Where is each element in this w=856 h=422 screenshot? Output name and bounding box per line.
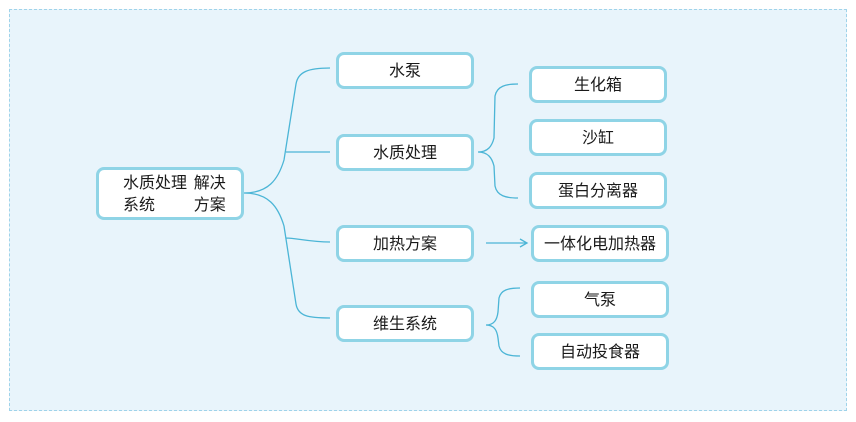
branch-pump: 水泵 [336,52,474,89]
leaf-air-pump: 气泵 [531,281,669,318]
root-label-line: 解决方案 [193,172,226,214]
root-brace [243,67,331,319]
leaf-sand-tank: 沙缸 [529,119,667,156]
branch-life-support: 维生系统 [336,305,474,342]
leaf-auto-feeder: 自动投食器 [531,333,669,370]
water-quality-brace [477,83,519,199]
leaf-electric-heater: 一体化电加热器 [531,225,669,262]
root-label-line: 水质处理系统 [123,172,188,214]
leaf-protein-skimmer: 蛋白分离器 [529,172,667,209]
branch-heating: 加热方案 [336,225,474,262]
leaf-bio-box: 生化箱 [529,66,667,103]
life-support-brace [485,287,521,357]
branch-water-quality: 水质处理 [336,134,474,171]
heating-arrow-head [519,238,529,248]
root-node: 水质处理系统解决方案 [96,167,244,220]
